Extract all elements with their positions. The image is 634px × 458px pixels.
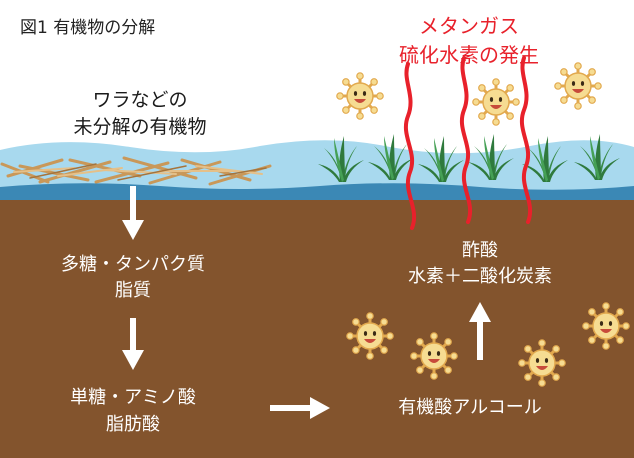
microbe bbox=[335, 71, 385, 121]
straw-label-line1: ワラなどの bbox=[92, 89, 188, 111]
gas-wave bbox=[403, 62, 417, 230]
microbe bbox=[581, 301, 631, 351]
gas-label-line1: メタンガス bbox=[419, 14, 519, 38]
microbe bbox=[553, 61, 603, 111]
products-label-line2: 水素＋二酸化炭素 bbox=[408, 266, 552, 287]
organic-acids-label: 有機酸アルコール bbox=[398, 397, 542, 418]
gas-wave-lines bbox=[403, 56, 533, 230]
figure-title: 図1 有機物の分解 bbox=[20, 18, 156, 38]
straw-label-line2: 未分解の有機物 bbox=[73, 116, 207, 138]
step1-label-line1: 多糖・タンパク質 bbox=[61, 254, 205, 275]
gas-label-line2: 硫化水素の発生 bbox=[399, 43, 539, 67]
microbe bbox=[345, 311, 395, 361]
arrow-down-2 bbox=[122, 318, 144, 370]
step2-label-line1: 単糖・アミノ酸 bbox=[70, 387, 196, 408]
microbe bbox=[409, 331, 459, 381]
gas-wave bbox=[519, 56, 533, 224]
microbe bbox=[517, 338, 567, 388]
step1-label-line2: 脂質 bbox=[115, 280, 151, 301]
arrow-up bbox=[469, 302, 491, 360]
water-layer bbox=[0, 140, 634, 200]
step2-label-line2: 脂肪酸 bbox=[106, 414, 160, 435]
soil-layer bbox=[0, 200, 634, 458]
gas-wave bbox=[459, 56, 473, 224]
straw-pile bbox=[0, 156, 272, 186]
arrow-down-1 bbox=[122, 186, 144, 240]
products-label-line1: 酢酸 bbox=[462, 240, 498, 261]
arrow-right bbox=[270, 397, 330, 419]
microbe bbox=[471, 77, 521, 127]
